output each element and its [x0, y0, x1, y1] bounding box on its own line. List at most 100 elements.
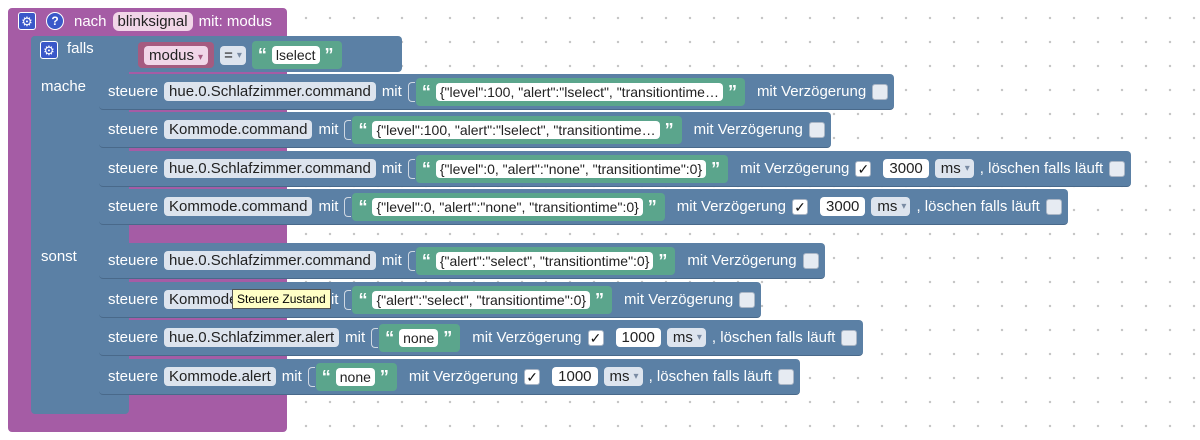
with-label: mit	[345, 329, 366, 346]
clear-checkbox[interactable]	[841, 329, 858, 346]
with-label: mit	[381, 252, 402, 269]
with-label: mit	[281, 368, 302, 385]
clear-label: , löschen falls läuft	[711, 329, 836, 346]
function-keyword: nach	[74, 12, 107, 30]
delay-label: mit Verzögerung	[676, 198, 787, 215]
input-socket	[371, 327, 379, 348]
target-object-field[interactable]: Kommode.command	[164, 197, 313, 216]
open-quote-icon: “	[358, 289, 368, 310]
text-block[interactable]: “{"alert":"select", "transitiontime":0}”	[415, 246, 676, 275]
text-value[interactable]: {"level":0, "alert":"none", "transitiont…	[372, 197, 643, 216]
input-socket	[344, 119, 352, 140]
delay-checkbox[interactable]	[872, 83, 889, 100]
delay-checkbox[interactable]	[802, 252, 819, 269]
target-object-field[interactable]: Kommode.alert	[164, 367, 276, 386]
delay-unit-dropdown[interactable]: ms▾	[871, 197, 911, 216]
control-label: steuere	[108, 368, 159, 385]
condition-compare-block[interactable]: modus▾ =▾ “ lselect ”	[138, 41, 342, 69]
delay-unit-dropdown[interactable]: ms▾	[603, 367, 643, 386]
target-object-field[interactable]: hue.0.Schlafzimmer.command	[164, 82, 376, 101]
text-block[interactable]: “{"level":100, "alert":"lselect", "trans…	[415, 77, 745, 106]
variable-dropdown[interactable]: modus▾	[144, 45, 209, 65]
text-block[interactable]: “{"alert":"select", "transitiontime":0}”	[352, 285, 613, 314]
control-statement-block[interactable]: steuere Kommode.alert mit “none” mit Verzöge…	[99, 359, 800, 395]
open-quote-icon: “	[421, 158, 431, 179]
operator-dropdown[interactable]: =▾	[220, 45, 246, 65]
input-socket	[407, 158, 415, 179]
function-name-field[interactable]: blinksignal	[112, 11, 193, 31]
text-block[interactable]: “ lselect ”	[251, 41, 342, 69]
if-label: falls	[67, 40, 94, 57]
delay-checkbox[interactable]	[739, 291, 756, 308]
clear-checkbox[interactable]	[1045, 198, 1062, 215]
text-block[interactable]: “none”	[379, 323, 461, 352]
text-value[interactable]: none	[399, 328, 439, 347]
text-block[interactable]: “{"level":0, "alert":"none", "transition…	[352, 192, 665, 221]
delay-unit-dropdown[interactable]: ms▾	[934, 159, 974, 178]
text-value[interactable]: {"level":0, "alert":"none", "transitiont…	[435, 159, 707, 178]
control-label: steuere	[108, 329, 159, 346]
open-quote-icon: “	[321, 366, 331, 387]
control-statement-block[interactable]: steuereKommode.commandmit“{"alert":"sele…	[99, 282, 762, 318]
text-block[interactable]: “none”	[315, 362, 397, 391]
variable-block[interactable]: modus▾	[138, 42, 215, 68]
then-label: mache	[41, 78, 87, 95]
delay-label: mit Verzögerung	[408, 368, 519, 385]
target-object-field[interactable]: hue.0.Schlafzimmer.alert	[164, 328, 340, 347]
delay-checkbox[interactable]: ✓	[792, 198, 809, 215]
with-label: mit	[381, 160, 402, 177]
open-quote-icon: “	[257, 45, 267, 65]
delay-label: mit Verzögerung	[472, 329, 582, 346]
text-value[interactable]: {"level":100, "alert":"lselect", "transi…	[372, 120, 660, 139]
delay-input[interactable]: 3000	[820, 197, 866, 216]
control-statement-block[interactable]: steuere hue.0.Schlafzimmer.command mit “{"l…	[99, 74, 895, 110]
gear-icon[interactable]: ⚙	[18, 12, 36, 30]
input-socket	[344, 196, 352, 217]
text-value[interactable]: lselect	[271, 46, 320, 64]
delay-checkbox[interactable]: ✓	[524, 368, 541, 385]
delay-checkbox[interactable]: ✓	[855, 160, 872, 177]
gear-icon[interactable]: ⚙	[40, 41, 58, 59]
input-socket	[344, 289, 352, 310]
delay-label: mit Verzögerung	[687, 252, 797, 269]
delay-input[interactable]: 3000	[883, 159, 929, 178]
function-params: mit: modus	[198, 12, 272, 30]
delay-checkbox[interactable]: ✓	[587, 329, 604, 346]
delay-input[interactable]: 1000	[615, 328, 661, 347]
with-label: mit	[381, 83, 402, 100]
text-value[interactable]: {"level":100, "alert":"lselect", "transi…	[435, 82, 723, 101]
clear-checkbox[interactable]	[1109, 160, 1126, 177]
control-label: steuere	[108, 198, 159, 215]
close-quote-icon: ”	[664, 119, 674, 140]
input-socket	[307, 366, 315, 387]
control-statement-block[interactable]: steuere hue.0.Schlafzimmer.command mit “{"a…	[99, 243, 825, 279]
delay-unit-dropdown[interactable]: ms▾	[666, 328, 706, 347]
delay-label: mit Verzögerung	[693, 121, 803, 138]
open-quote-icon: “	[421, 81, 431, 102]
target-object-field[interactable]: hue.0.Schlafzimmer.command	[164, 251, 376, 270]
control-statement-block[interactable]: steuere hue.0.Schlafzimmer.alert mit “none”…	[99, 320, 864, 356]
target-object-field[interactable]: hue.0.Schlafzimmer.command	[164, 159, 376, 178]
delay-label: mit Verzögerung	[624, 291, 734, 308]
control-label: steuere	[108, 252, 159, 269]
clear-checkbox[interactable]	[777, 368, 794, 385]
delay-label: mit Verzögerung	[756, 83, 867, 100]
delay-label: mit Verzögerung	[740, 160, 850, 177]
help-icon[interactable]: ?	[46, 12, 64, 30]
text-block[interactable]: “{"level":100, "alert":"lselect", "trans…	[352, 115, 682, 144]
text-value[interactable]: {"alert":"select", "transitiontime":0}	[372, 290, 591, 309]
control-label: steuere	[108, 121, 159, 138]
target-object-field[interactable]: Kommode.command	[164, 120, 313, 139]
open-quote-icon: “	[385, 327, 395, 348]
close-quote-icon: ”	[379, 366, 389, 387]
delay-input[interactable]: 1000	[552, 367, 598, 386]
control-label: steuere	[108, 83, 159, 100]
close-quote-icon: ”	[595, 289, 605, 310]
text-value[interactable]: none	[335, 367, 375, 386]
delay-checkbox[interactable]	[808, 121, 825, 138]
text-value[interactable]: {"alert":"select", "transitiontime":0}	[435, 251, 654, 270]
text-block[interactable]: “{"level":0, "alert":"none", "transition…	[415, 154, 729, 183]
